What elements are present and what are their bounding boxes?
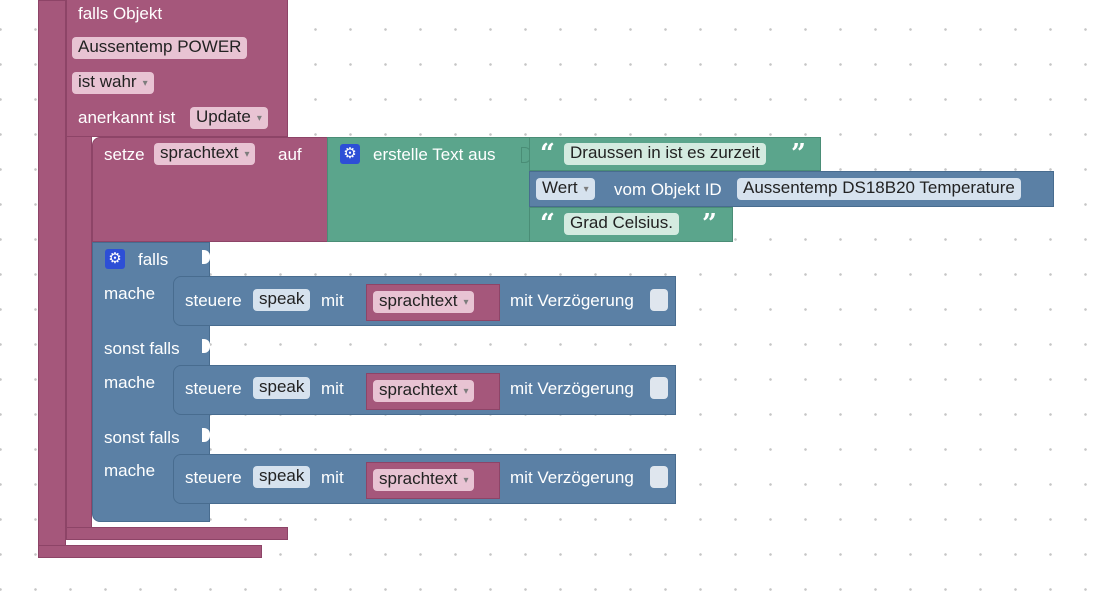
variable-getter-block[interactable]: sprachtext▾ bbox=[366, 284, 500, 321]
condition-socket-3[interactable] bbox=[202, 428, 210, 442]
mit-label: mit bbox=[321, 468, 344, 487]
dropdown-arrow-icon: ▾ bbox=[463, 475, 469, 486]
vom-objekt-label: vom Objekt ID bbox=[614, 180, 722, 199]
close-quote-icon: ” bbox=[791, 139, 806, 169]
device-field[interactable]: speak bbox=[253, 466, 311, 488]
delay-checkbox[interactable] bbox=[650, 466, 668, 488]
gear-icon[interactable]: ⚙ bbox=[105, 249, 125, 269]
variable-dropdown[interactable]: sprachtext▾ bbox=[373, 291, 475, 313]
delay-label: mit Verzögerung bbox=[510, 379, 634, 398]
mache-label-2: mache bbox=[104, 373, 156, 392]
dropdown-arrow-icon: ▾ bbox=[463, 386, 469, 397]
text-item-3-block[interactable]: “ Grad Celsius. ” bbox=[529, 207, 733, 242]
variable-dropdown[interactable]: sprachtext▾ bbox=[373, 380, 475, 402]
close-quote-icon: ” bbox=[702, 209, 717, 239]
mit-label: mit bbox=[321, 291, 344, 310]
outer-event-bar[interactable] bbox=[38, 0, 66, 557]
condition-dropdown[interactable]: ist wahr▾ bbox=[72, 72, 154, 94]
delay-checkbox[interactable] bbox=[650, 289, 668, 311]
event-trigger-block[interactable]: falls Objekt Aussentemp POWER ist wahr▾ … bbox=[66, 0, 288, 137]
control-speak-block-2[interactable]: steuere speak mit sprachtext▾ mit Verzög… bbox=[173, 365, 676, 415]
condition-socket-2[interactable] bbox=[202, 339, 210, 353]
condition-socket-1[interactable] bbox=[202, 250, 210, 264]
falls-label: falls bbox=[138, 250, 169, 269]
mache-label-1: mache bbox=[104, 284, 156, 303]
device-field[interactable]: speak bbox=[253, 377, 311, 399]
text-item-1-field[interactable]: Draussen in ist es zurzeit bbox=[564, 143, 766, 165]
dropdown-arrow-icon: ▾ bbox=[244, 149, 250, 160]
dropdown-arrow-icon: ▾ bbox=[256, 113, 262, 124]
steuere-label: steuere bbox=[185, 291, 242, 310]
steuere-label: steuere bbox=[185, 379, 242, 398]
falls-objekt-label: falls Objekt bbox=[78, 4, 163, 23]
anerkannt-label: anerkannt ist bbox=[78, 108, 176, 127]
steuere-label: steuere bbox=[185, 468, 242, 487]
text-item-3-field[interactable]: Grad Celsius. bbox=[564, 213, 679, 235]
gear-icon[interactable]: ⚙ bbox=[340, 144, 360, 164]
mache-label-3: mache bbox=[104, 461, 156, 480]
open-quote-icon: “ bbox=[540, 139, 555, 169]
object-name-field[interactable]: Aussentemp POWER bbox=[72, 37, 248, 59]
set-variable-block[interactable]: setze sprachtext▾ auf bbox=[92, 137, 328, 242]
setze-label: setze bbox=[104, 145, 145, 164]
property-dropdown[interactable]: Wert▾ bbox=[536, 178, 595, 200]
sonst-falls-label-2: sonst falls bbox=[104, 428, 180, 447]
device-field[interactable]: speak bbox=[253, 289, 311, 311]
object-value-block[interactable]: Wert▾ vom Objekt ID Aussentemp DS18B20 T… bbox=[529, 171, 1054, 207]
delay-label: mit Verzögerung bbox=[510, 468, 634, 487]
delay-checkbox[interactable] bbox=[650, 377, 668, 399]
dropdown-arrow-icon: ▾ bbox=[463, 297, 469, 308]
variable-getter-block[interactable]: sprachtext▾ bbox=[366, 462, 500, 499]
control-speak-block-1[interactable]: steuere speak mit sprachtext▾ mit Verzög… bbox=[173, 276, 676, 326]
mit-label: mit bbox=[321, 379, 344, 398]
auf-label: auf bbox=[278, 145, 302, 164]
anerkannt-dropdown[interactable]: Update▾ bbox=[190, 107, 268, 129]
setze-variable-dropdown[interactable]: sprachtext▾ bbox=[154, 143, 256, 165]
sonst-falls-label-1: sonst falls bbox=[104, 339, 180, 358]
open-quote-icon: “ bbox=[540, 209, 555, 239]
variable-dropdown[interactable]: sprachtext▾ bbox=[373, 469, 475, 491]
inner-event-bottom bbox=[66, 527, 288, 540]
text-join-block[interactable]: ⚙ erstelle Text aus bbox=[327, 137, 532, 242]
variable-getter-block[interactable]: sprachtext▾ bbox=[366, 373, 500, 410]
control-speak-block-3[interactable]: steuere speak mit sprachtext▾ mit Verzög… bbox=[173, 454, 676, 504]
outer-event-bottom bbox=[38, 545, 262, 558]
dropdown-arrow-icon: ▾ bbox=[583, 184, 589, 195]
delay-label: mit Verzögerung bbox=[510, 291, 634, 310]
text-join-label: erstelle Text aus bbox=[373, 145, 496, 164]
object-id-field[interactable]: Aussentemp DS18B20 Temperature bbox=[737, 178, 1021, 200]
text-item-1-block[interactable]: “ Draussen in ist es zurzeit ” bbox=[529, 137, 821, 171]
dropdown-arrow-icon: ▾ bbox=[142, 78, 148, 89]
